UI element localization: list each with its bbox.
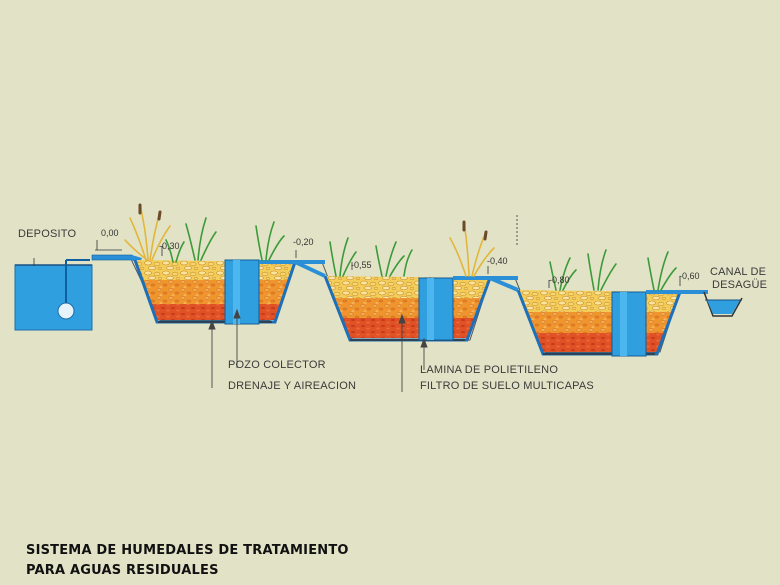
filtro-label: FILTRO DE SUELO MULTICAPAS — [420, 380, 594, 392]
caption-line-1: SISTEMA DE HUMEDALES DE TRATAMIENTO — [26, 543, 349, 558]
lamina-label: LAMINA DE POLIETILENO — [420, 364, 558, 376]
level-minus-0-60: -0,60 — [679, 271, 700, 281]
reed-plants — [124, 203, 677, 291]
callout-lines — [208, 308, 428, 392]
diagram-caption: SISTEMA DE HUMEDALES DE TRATAMIENTO PARA… — [26, 541, 349, 581]
level-minus-0-20: -0,20 — [293, 237, 314, 247]
level-minus-0-80: -0,80 — [549, 275, 570, 285]
drenaje-label: DRENAJE Y AIREACION — [228, 380, 356, 392]
wetland-cell-1 — [133, 259, 325, 325]
level-minus-0-30: -0,30 — [159, 241, 180, 251]
pozo-colector-label: POZO COLECTOR — [228, 359, 326, 371]
deposito-label: DEPOSITO — [18, 228, 76, 240]
level-ticks — [95, 215, 681, 288]
level-minus-0-55: -0,55 — [351, 260, 372, 270]
canal-label-line2: DESAGÜE — [712, 279, 767, 291]
wetland-cell-3 — [489, 276, 708, 357]
level-minus-0-40: -0,40 — [487, 256, 508, 266]
deposito-tank — [14, 258, 93, 331]
wetland-cell-2 — [294, 260, 518, 342]
canal-label-line1: CANAL DE — [710, 266, 766, 278]
level-0-00: 0,00 — [101, 228, 119, 238]
canal-desague — [703, 291, 743, 317]
caption-line-2: PARA AGUAS RESIDUALES — [26, 563, 219, 578]
